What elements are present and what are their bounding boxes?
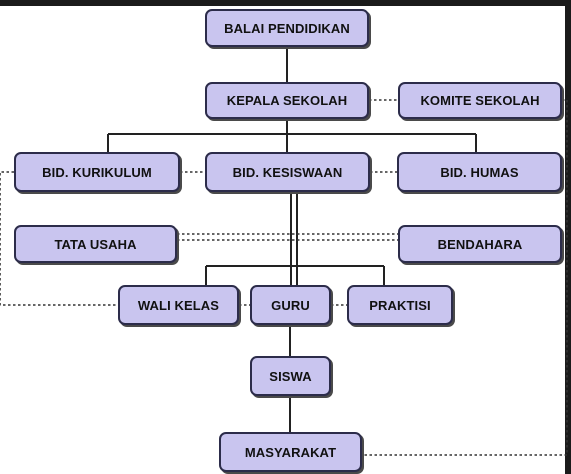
- dotted-right-loop: [362, 99, 568, 456]
- node-bid-kesiswaan: BID. KESISWAAN: [205, 152, 370, 192]
- window-right-edge: [565, 0, 571, 474]
- node-wali-kelas: WALI KELAS: [118, 285, 239, 325]
- node-praktisi: PRAKTISI: [347, 285, 453, 325]
- node-bendahara: BENDAHARA: [398, 225, 562, 263]
- node-bid-humas: BID. HUMAS: [397, 152, 562, 192]
- node-balai-pendidikan: BALAI PENDIDIKAN: [205, 9, 369, 47]
- window-top-edge: [0, 0, 571, 6]
- node-siswa: SISWA: [250, 356, 331, 396]
- node-komite-sekolah: KOMITE SEKOLAH: [398, 82, 562, 119]
- node-bid-kurikulum: BID. KURIKULUM: [14, 152, 180, 192]
- node-guru: GURU: [250, 285, 331, 325]
- node-tata-usaha: TATA USAHA: [14, 225, 177, 263]
- dotted-left-loop: [0, 171, 118, 306]
- node-kepala-sekolah: KEPALA SEKOLAH: [205, 82, 369, 119]
- node-masyarakat: MASYARAKAT: [219, 432, 362, 472]
